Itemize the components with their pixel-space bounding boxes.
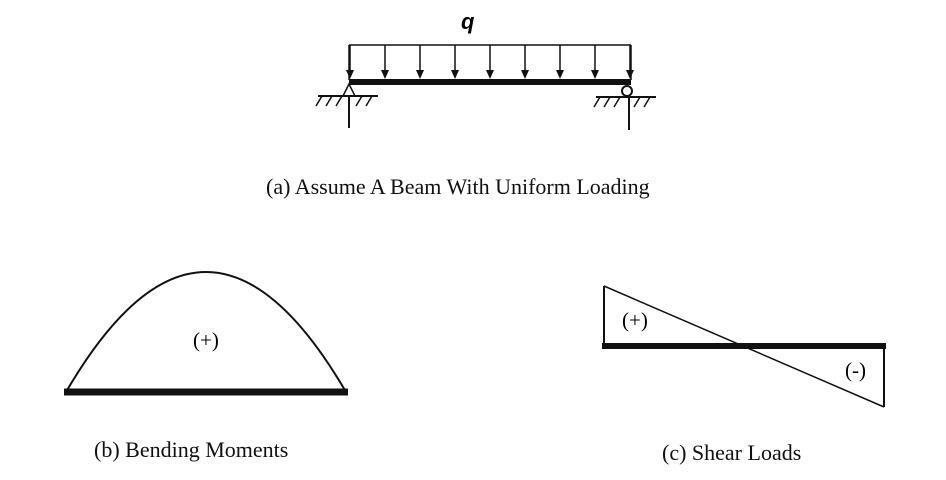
load-arrow bbox=[346, 45, 354, 79]
shear-diagram: (+) (-) bbox=[602, 285, 886, 408]
load-arrows bbox=[346, 45, 634, 79]
load-arrow bbox=[591, 45, 599, 79]
caption-c: (c) Shear Loads bbox=[662, 440, 802, 465]
moment-sign: (+) bbox=[193, 328, 219, 352]
load-arrow bbox=[626, 45, 634, 79]
beam-diagram-a: q bbox=[315, 9, 656, 130]
shear-negative-sign: (-) bbox=[845, 358, 866, 382]
load-arrow bbox=[416, 45, 424, 79]
pin-support-left bbox=[315, 82, 378, 128]
load-arrow bbox=[381, 45, 389, 79]
bending-moment-diagram: (+) bbox=[64, 271, 348, 396]
load-arrow bbox=[451, 45, 459, 79]
shear-positive-sign: (+) bbox=[622, 308, 648, 332]
load-arrow bbox=[521, 45, 529, 79]
load-label: q bbox=[461, 9, 475, 34]
roller-support-right bbox=[593, 85, 656, 130]
moment-curve bbox=[65, 271, 347, 393]
caption-a: (a) Assume A Beam With Uniform Loading bbox=[266, 174, 650, 199]
load-arrow bbox=[486, 45, 494, 79]
load-arrow bbox=[556, 45, 564, 79]
caption-b: (b) Bending Moments bbox=[94, 437, 289, 462]
